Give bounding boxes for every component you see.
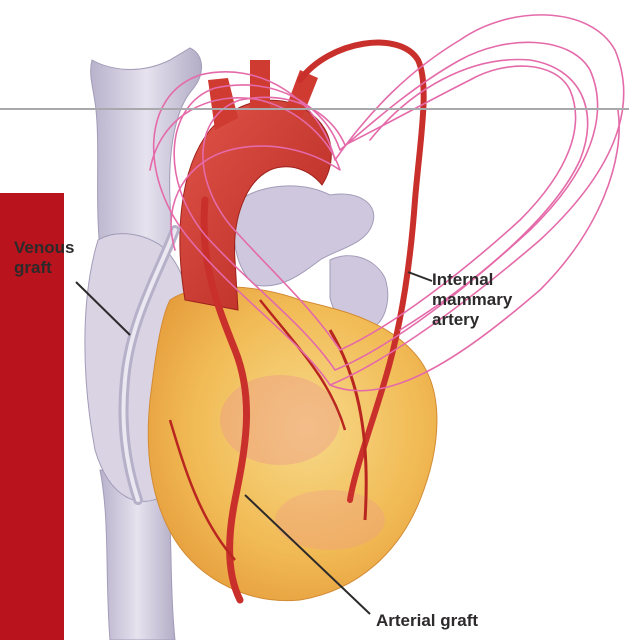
venous-graft-label: Venous graft bbox=[14, 238, 74, 278]
arterial-graft-label: Arterial graft bbox=[376, 611, 478, 631]
internal-mammary-artery-label-line1: Internal bbox=[432, 270, 512, 290]
internal-mammary-artery-label-line2: mammary bbox=[432, 290, 512, 310]
venous-graft-label-line1: Venous bbox=[14, 238, 74, 258]
internal-mammary-artery-label-line3: artery bbox=[432, 310, 512, 330]
horizontal-divider-line bbox=[0, 108, 629, 110]
internal-mammary-artery-label: Internal mammary artery bbox=[432, 270, 512, 330]
pink-heart-bottom-stroke bbox=[330, 110, 619, 391]
pink-heart-outer bbox=[154, 15, 624, 385]
pink-heart-left-lobe bbox=[150, 98, 340, 250]
venous-graft-label-line2: graft bbox=[14, 258, 74, 278]
